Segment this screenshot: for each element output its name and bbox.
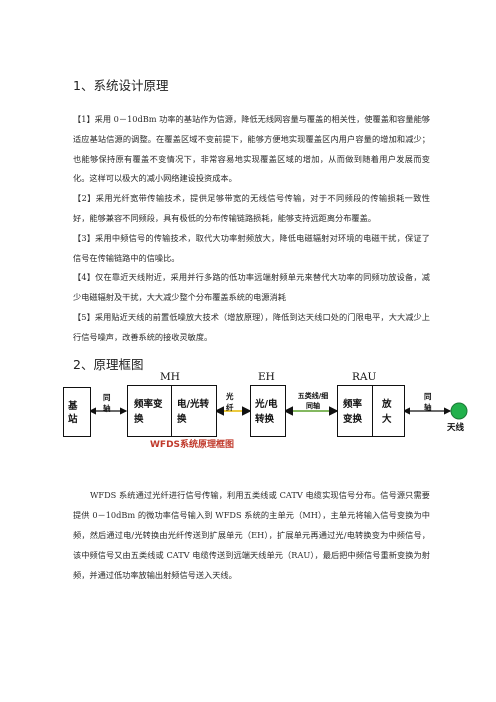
principle-item-1: 【1】采用 0－10dBm 功率的基站作为信源，降低无线网容量与覆盖的相关性，使… bbox=[73, 114, 430, 184]
rau-box bbox=[337, 385, 405, 437]
eh-box bbox=[250, 385, 286, 437]
antenna-label: 天线 bbox=[447, 423, 465, 433]
section-1-title: 1、系统设计原理 bbox=[73, 78, 169, 93]
coax-right-label: 同轴 bbox=[424, 392, 432, 412]
mh-group-label: MH bbox=[160, 371, 180, 383]
system-description: WFDS 系统通过光纤进行信号传输，利用五类线或 CATV 电缆实现信号分布。信… bbox=[73, 490, 430, 580]
eh-optical-electric: 光/电转换 bbox=[255, 399, 278, 425]
principle-item-4: 【4】仅在靠近天线附近，采用并行多路的低功率远端射频单元来替代大功率的同频功放设… bbox=[73, 272, 430, 303]
base-station-box bbox=[63, 387, 91, 437]
antenna-icon bbox=[450, 402, 468, 420]
base-station-label: 基站 bbox=[68, 401, 78, 425]
principle-list: 【1】采用 0－10dBm 功率的基站作为信源，降低无线网容量与覆盖的相关性，使… bbox=[73, 110, 430, 348]
coax-left-label: 同轴 bbox=[103, 393, 111, 413]
principle-item-2: 【2】采用光纤宽带传输技术，提供足够带宽的无线信号传输，对于不同频段的传输损耗一… bbox=[73, 193, 430, 223]
eh-group-label: EH bbox=[258, 371, 275, 383]
principle-item-5: 【5】采用贴近天线的前置低噪放大技术（增放原理），降低到达天线口处的门限电平，大… bbox=[73, 311, 430, 342]
mh-electric-optical: 电/光转换 bbox=[177, 399, 209, 425]
rau-amplifier: 放大 bbox=[382, 399, 392, 425]
diagram-caption: WFDS系统原理框图 bbox=[150, 440, 235, 450]
mh-divider bbox=[171, 385, 173, 437]
rau-group-label: RAU bbox=[352, 371, 377, 383]
rau-frequency-convert: 频率变换 bbox=[343, 399, 363, 425]
rau-divider bbox=[372, 385, 374, 437]
cat5-label: 五类线/细同轴 bbox=[297, 392, 329, 410]
fiber-label: 光纤 bbox=[226, 392, 234, 412]
section-2-title: 2、原理框图 bbox=[73, 357, 144, 372]
principle-item-3: 【3】采用中频信号的传输技术，取代大功率射频放大，降低电磁辐射对环境的电磁干扰，… bbox=[73, 232, 430, 263]
mh-frequency-convert: 频率变换 bbox=[134, 399, 163, 425]
